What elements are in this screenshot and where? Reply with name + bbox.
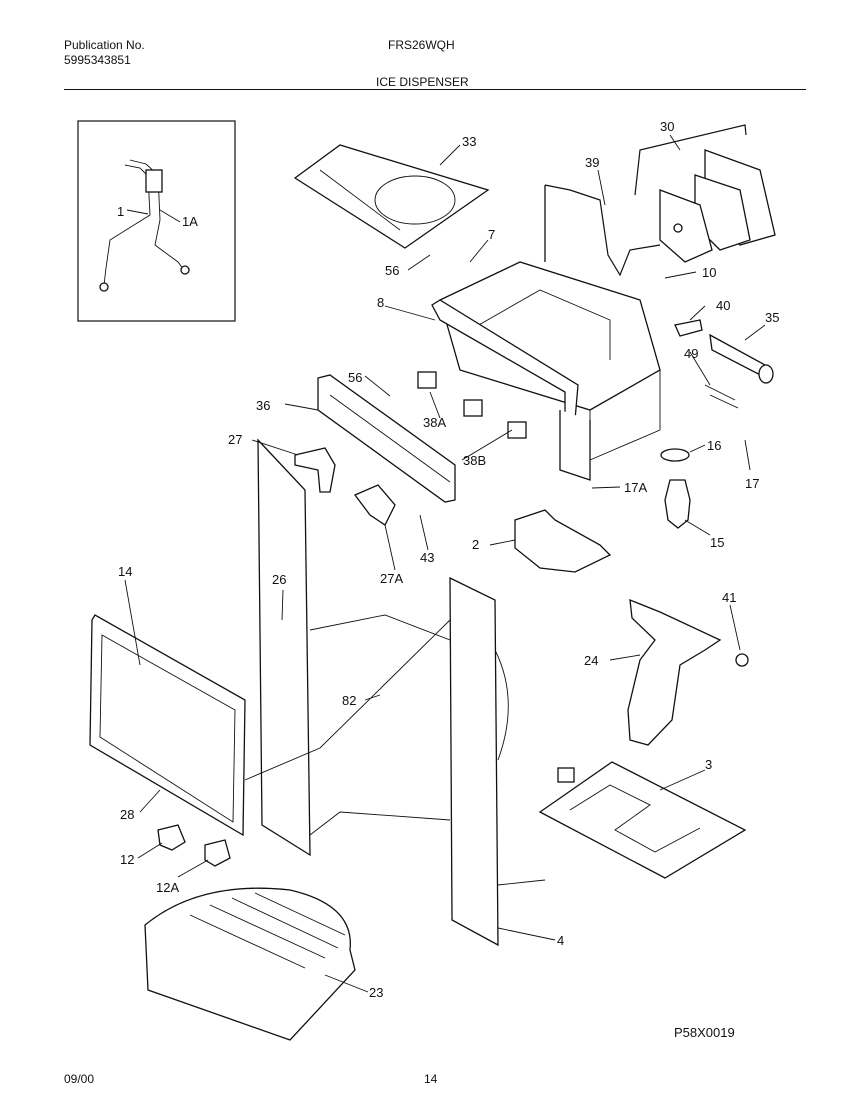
leader-lines	[124, 134, 766, 993]
callout-35: 35	[765, 310, 779, 325]
callout-1: 1	[117, 204, 124, 219]
panel-36	[317, 374, 456, 503]
heater-plate-3	[538, 761, 747, 879]
callout-38b: 38B	[463, 453, 486, 468]
callout-33: 33	[462, 134, 476, 149]
left-side-panel	[257, 438, 311, 857]
column	[559, 410, 591, 481]
callout-49: 49	[684, 346, 698, 361]
spring-41	[735, 653, 749, 667]
callout-12: 12	[120, 852, 134, 867]
callout-26: 26	[272, 572, 286, 587]
callout-1a: 1A	[182, 214, 198, 229]
connector	[557, 767, 575, 783]
clip-12	[157, 824, 186, 851]
callout-23: 23	[369, 985, 383, 1000]
callout-82: 82	[342, 693, 356, 708]
footer-date: 09/00	[64, 1072, 95, 1086]
diagram-code: P58X0019	[674, 1025, 735, 1040]
callout-12a: 12A	[156, 880, 179, 895]
callout-28: 28	[120, 807, 134, 822]
callout-16: 16	[707, 438, 721, 453]
callout-10: 10	[702, 265, 716, 280]
drip-tray-23	[144, 887, 356, 1041]
callout-43: 43	[420, 550, 434, 565]
switch-38a-2	[463, 399, 483, 417]
lamp-socket-16	[660, 448, 690, 462]
callout-15: 15	[710, 535, 724, 550]
part-40	[674, 319, 703, 337]
callout-14: 14	[118, 564, 132, 579]
funnel-edge	[494, 649, 509, 761]
callout-27: 27	[228, 432, 242, 447]
callout-3: 3	[705, 757, 712, 772]
callout-17a: 17A	[624, 480, 647, 495]
rod-39	[569, 189, 661, 277]
front-panel-4	[449, 576, 499, 947]
frame-bottom	[309, 811, 451, 836]
callout-7: 7	[488, 227, 495, 242]
callout-30: 30	[660, 119, 674, 134]
callout-27a: 27A	[380, 571, 403, 586]
clip-12a	[204, 839, 231, 867]
chute-2	[514, 509, 612, 573]
page-number: 14	[424, 1072, 438, 1086]
wiring-harness	[99, 159, 190, 292]
callout-56-upper: 56	[385, 263, 399, 278]
light-bulb-15	[664, 479, 691, 529]
part-49	[704, 384, 739, 409]
callout-56-lower: 56	[348, 370, 362, 385]
bracket-30	[634, 124, 747, 196]
solenoid-35	[709, 333, 774, 384]
publication-label: Publication No.	[64, 38, 145, 52]
callout-38a: 38A	[423, 415, 446, 430]
callout-17: 17	[745, 476, 759, 491]
frame-top	[309, 614, 451, 641]
glass-panel-14	[89, 614, 246, 837]
publication-number: 5995343851	[64, 53, 131, 67]
callout-36: 36	[256, 398, 270, 413]
bracket-27	[294, 447, 336, 493]
model-number: FRS26WQH	[388, 38, 455, 52]
header-rule	[64, 89, 806, 90]
dispenser-housing	[439, 184, 661, 461]
lever-24	[627, 598, 722, 746]
cover-plate-33	[293, 144, 490, 249]
callout-40: 40	[716, 298, 730, 313]
switch-38a-1	[417, 371, 437, 389]
inset-box	[77, 120, 236, 322]
callout-24: 24	[584, 653, 598, 668]
door-assembly-30	[659, 149, 776, 263]
callout-4: 4	[557, 933, 564, 948]
bracket-27a	[353, 484, 396, 526]
callout-8: 8	[377, 295, 384, 310]
callout-2: 2	[472, 537, 479, 552]
section-title: ICE DISPENSER	[376, 75, 469, 89]
callout-39: 39	[585, 155, 599, 170]
callout-41: 41	[722, 590, 736, 605]
switch-38b	[507, 421, 527, 439]
